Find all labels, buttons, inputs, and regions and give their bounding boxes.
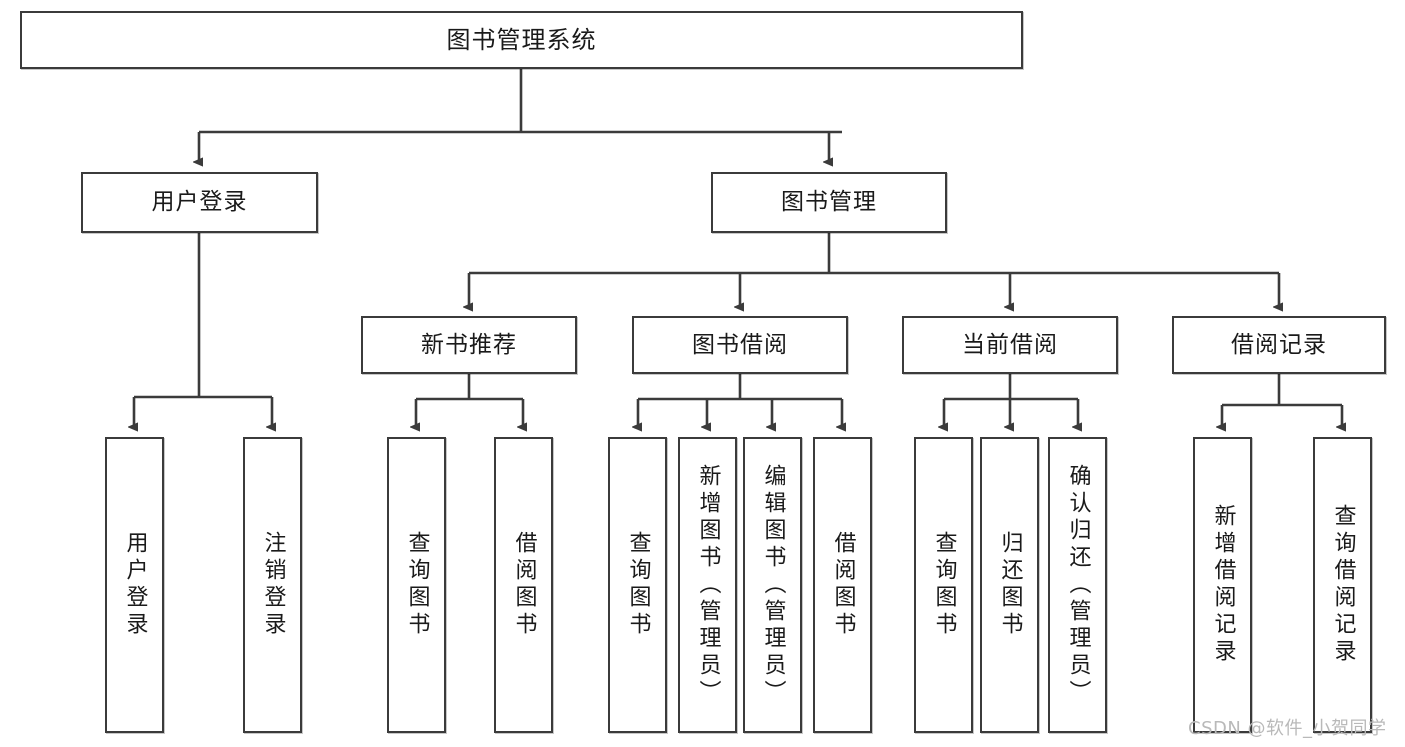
node-label: 图书管理 [781, 189, 877, 216]
node-leaf-user-login-0[interactable]: 用户登录 [105, 437, 164, 733]
node-book-management[interactable]: 图书管理 [711, 172, 947, 233]
node-label: 图书借阅 [692, 331, 788, 358]
node-leaf-user-login-1[interactable]: 注销登录 [243, 437, 302, 733]
node-label: 新增借阅记录 [1210, 504, 1236, 666]
node-label: 用户登录 [151, 189, 248, 216]
node-new-book-recommend[interactable]: 新书推荐 [361, 316, 577, 374]
node-label: 查询图书 [931, 531, 957, 639]
node-label: 新书推荐 [421, 331, 517, 358]
node-label: 借阅图书 [830, 531, 856, 639]
node-leaf-current-borrow-2[interactable]: 确认归还（管理员） [1048, 437, 1107, 733]
node-label: 新增图书（管理员） [695, 463, 721, 707]
node-label: 借阅记录 [1231, 331, 1327, 358]
node-label: 查询借阅记录 [1330, 504, 1356, 666]
node-leaf-book-borrow-0[interactable]: 查询图书 [608, 437, 667, 733]
node-label: 编辑图书（管理员） [760, 463, 786, 707]
node-leaf-book-borrow-3[interactable]: 借阅图书 [813, 437, 872, 733]
node-label: 图书管理系统 [446, 26, 597, 54]
node-leaf-borrow-records-0[interactable]: 新增借阅记录 [1193, 437, 1252, 733]
node-leaf-book-borrow-1[interactable]: 新增图书（管理员） [678, 437, 737, 733]
node-leaf-book-borrow-2[interactable]: 编辑图书（管理员） [743, 437, 802, 733]
node-label: 当前借阅 [962, 331, 1058, 358]
node-root-book-management-system[interactable]: 图书管理系统 [20, 11, 1023, 69]
node-label: 借阅图书 [511, 531, 537, 639]
node-label: 注销登录 [260, 531, 286, 639]
node-label: 确认归还（管理员） [1065, 463, 1091, 707]
node-label: 查询图书 [625, 531, 651, 639]
csdn-watermark: CSDN @软件_小贺同学 [1188, 718, 1387, 739]
node-label: 用户登录 [122, 531, 148, 639]
node-leaf-current-borrow-1[interactable]: 归还图书 [980, 437, 1039, 733]
node-label: 查询图书 [404, 531, 430, 639]
node-borrow-records[interactable]: 借阅记录 [1172, 316, 1386, 374]
node-leaf-borrow-records-1[interactable]: 查询借阅记录 [1313, 437, 1372, 733]
node-leaf-new-book-recommend-1[interactable]: 借阅图书 [494, 437, 553, 733]
node-user-login[interactable]: 用户登录 [81, 172, 318, 233]
node-leaf-current-borrow-0[interactable]: 查询图书 [914, 437, 973, 733]
node-label: 归还图书 [997, 531, 1023, 639]
node-book-borrow[interactable]: 图书借阅 [632, 316, 848, 374]
node-current-borrow[interactable]: 当前借阅 [902, 316, 1118, 374]
node-leaf-new-book-recommend-0[interactable]: 查询图书 [387, 437, 446, 733]
